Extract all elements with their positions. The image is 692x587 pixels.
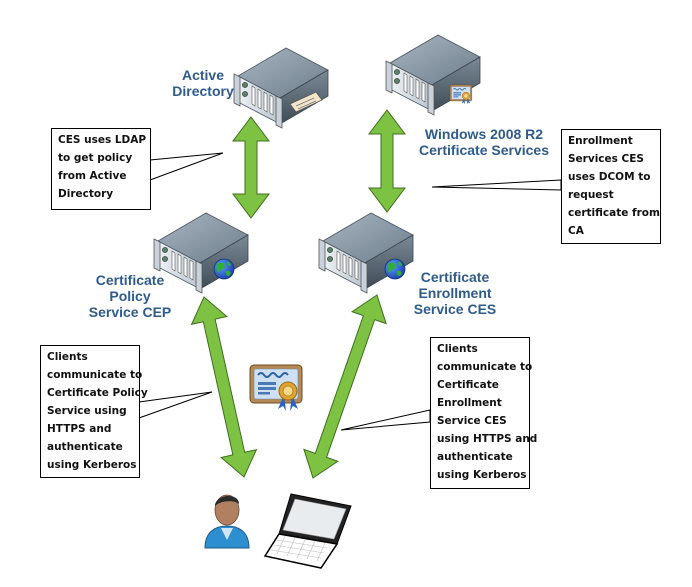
callout-line: CA xyxy=(568,225,584,237)
callout-line: Directory xyxy=(58,188,114,200)
callout-pointer-ldap xyxy=(149,152,224,181)
server-active-directory-icon xyxy=(233,47,329,129)
callout-line: to get policy xyxy=(58,152,133,164)
callout-line: using Kerberos xyxy=(47,459,137,471)
label-line: Certificate xyxy=(420,269,490,285)
server-certificate-services-icon xyxy=(385,34,481,116)
callout-pointer-ces-clients xyxy=(340,409,431,431)
label-certificate-policy-service: Certificate Policy Service CEP xyxy=(80,272,180,320)
label-certificate-enrollment-service: Certificate Enrollment Service CES xyxy=(405,269,505,317)
label-line: Policy xyxy=(109,288,151,304)
laptop-icon xyxy=(263,493,352,569)
callout-cep-clients: Clients communicate to Certificate Polic… xyxy=(40,345,148,478)
callout-line: using HTTPS and xyxy=(437,433,538,445)
callout-line: Services CES xyxy=(568,153,644,165)
label-active-directory: Active Directory xyxy=(164,67,242,99)
callout-line: Certificate xyxy=(437,379,499,391)
arrow-cep-user xyxy=(190,296,258,478)
server-ces-icon xyxy=(318,212,414,294)
callout-line: request xyxy=(568,189,614,201)
callout-pointer-cep-clients xyxy=(138,391,213,419)
callout-line: using Kerberos xyxy=(437,469,527,481)
label-line: Enrollment xyxy=(418,285,492,301)
callout-line: Enrollment xyxy=(437,397,502,409)
callout-line: CES uses LDAP xyxy=(58,134,147,146)
arrow-active_directory-cep xyxy=(232,116,270,219)
callout-line: Clients xyxy=(47,351,88,363)
callout-ldap: CES uses LDAP to get policy from Active … xyxy=(51,128,151,210)
callout-line: from Active xyxy=(58,170,127,182)
label-line: Directory xyxy=(172,83,234,99)
label-line: Service CES xyxy=(413,301,497,317)
label-line: Service CEP xyxy=(88,304,172,320)
callout-line: Enrollment xyxy=(568,135,633,147)
callout-line: Certificate Policy xyxy=(47,387,148,399)
label-windows-certificate-services: Windows 2008 R2 Certificate Services xyxy=(414,126,554,158)
callout-line: communicate to xyxy=(47,369,143,381)
callout-dcom: Enrollment Services CES uses DCOM to req… xyxy=(561,129,661,244)
callout-line: Service using xyxy=(47,405,127,417)
callout-line: certificate from xyxy=(568,207,660,219)
label-line: Certificate Services xyxy=(419,142,549,158)
callout-line: uses DCOM to xyxy=(568,171,651,183)
callout-line: communicate to xyxy=(437,361,533,373)
callout-line: HTTPS and xyxy=(47,423,112,435)
label-line: Certificate xyxy=(95,272,165,288)
callout-line: Service CES xyxy=(437,415,507,427)
callout-ces-clients: Clients communicate to Certificate Enrol… xyxy=(430,337,538,489)
arrow-ces-laptop xyxy=(303,294,387,479)
label-line: Active xyxy=(181,67,225,83)
arrow-windows_ca-ces xyxy=(368,109,406,213)
callout-line: authenticate xyxy=(47,441,123,453)
label-line: Windows 2008 R2 xyxy=(424,126,544,142)
callout-line: Clients xyxy=(437,343,478,355)
callout-pointer-dcom xyxy=(431,179,562,191)
certificate-icon xyxy=(249,364,303,412)
user-icon xyxy=(204,494,250,549)
callout-line: authenticate xyxy=(437,451,513,463)
